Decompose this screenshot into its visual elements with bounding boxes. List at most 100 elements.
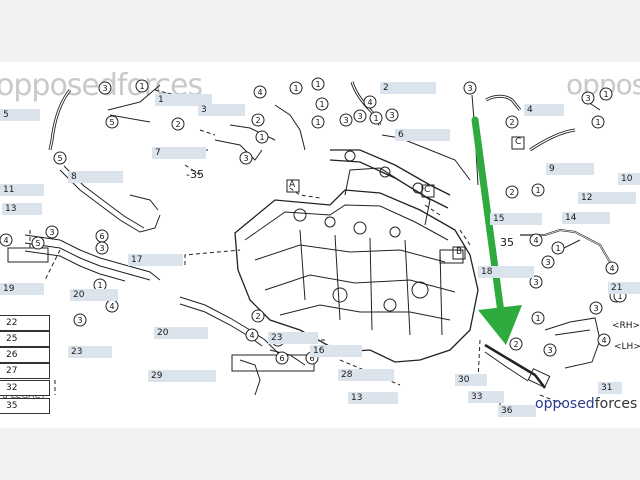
circled-callout: [599, 87, 613, 101]
circled-callout: [53, 151, 67, 165]
callout-c: C: [424, 185, 431, 195]
circled-callout-number: 3: [547, 346, 552, 355]
circled-callout: [251, 113, 265, 127]
circled-callout: [315, 97, 329, 111]
circled-callout-number: 4: [3, 236, 8, 245]
circled-callout-number: 3: [243, 154, 248, 163]
label-15: 15: [490, 213, 542, 225]
circled-callout: [45, 225, 59, 239]
label-17: 17: [128, 254, 183, 266]
legend-row: 22: [0, 315, 50, 331]
label-28: 28: [338, 369, 394, 381]
circled-callout-number: 1: [315, 118, 320, 127]
circled-callout-number: 1: [259, 133, 264, 142]
circled-callout-number: 1: [535, 186, 540, 195]
circled-callout-number: 4: [257, 88, 262, 97]
label-2: 2: [380, 82, 436, 94]
circled-callout: [251, 309, 265, 323]
circled-callout: [105, 115, 119, 129]
circled-callout: [171, 117, 185, 131]
label-36: 36: [498, 405, 536, 417]
side-lh: <LH>: [614, 342, 640, 352]
circled-callout: [0, 233, 13, 247]
label-21: 21: [608, 282, 640, 294]
circled-callout: [505, 185, 519, 199]
circled-callout-number: 3: [77, 316, 82, 325]
circled-callout: [591, 115, 605, 129]
top-shaded-band: [0, 0, 640, 62]
brand-logo: opposedforces: [535, 396, 637, 412]
dim-neg-35: -35: [186, 168, 204, 181]
legend-row: 26: [0, 347, 50, 363]
circled-callout-number: 3: [585, 94, 590, 103]
label-10: 10: [618, 173, 640, 185]
circled-callout-number: 1: [293, 84, 298, 93]
circled-callout-number: 1: [617, 292, 622, 301]
circled-callout: [529, 275, 543, 289]
circled-callout-number: 3: [533, 278, 538, 287]
brand-part2: forces: [594, 396, 638, 412]
circled-callout-number: 1: [555, 244, 560, 253]
label-12: 12: [578, 192, 636, 204]
circled-callout-number: 6: [309, 354, 314, 363]
label-1: 1: [155, 94, 212, 106]
circled-callout-number: 4: [367, 98, 372, 107]
label-7: 7: [152, 147, 206, 159]
label-16: 16: [310, 345, 362, 357]
circled-callout-number: 3: [545, 258, 550, 267]
circled-callout: [31, 236, 45, 250]
circled-callout: [589, 301, 603, 315]
label-11: 11: [0, 184, 44, 196]
circled-callout-number: 3: [102, 84, 107, 93]
legend-row: 35: [0, 398, 50, 414]
circled-callout-number: 3: [467, 84, 472, 93]
label-23: 23: [268, 332, 318, 344]
circled-callout-number: 6: [279, 354, 284, 363]
circled-callout: [135, 79, 149, 93]
circled-callout-number: 1: [139, 82, 144, 91]
circled-callout-number: 4: [249, 331, 254, 340]
circled-callout-number: 4: [601, 336, 606, 345]
circled-callout-number: 5: [35, 239, 40, 248]
legend-row: 27: [0, 363, 50, 379]
label-9: 9: [546, 163, 594, 175]
label-20b: 20: [70, 289, 118, 301]
callout-c-top: C: [515, 137, 522, 147]
circled-callout: [275, 351, 289, 365]
circled-callout-number: 1: [603, 90, 608, 99]
circled-callout: [73, 313, 87, 327]
green-pointer-arrow: [471, 116, 522, 345]
circled-callout: [245, 328, 259, 342]
label-18: 18: [478, 266, 534, 278]
side-rh: <RH>: [612, 321, 640, 331]
circled-callout: [597, 333, 611, 347]
circled-callout: [543, 343, 557, 357]
label-31: 31: [598, 382, 622, 394]
circled-callout-number: 1: [315, 80, 320, 89]
circled-callout: [541, 255, 555, 269]
circled-callout-number: 5: [109, 118, 114, 127]
circled-callout-number: 1: [319, 100, 324, 109]
circled-callout-number: 5: [57, 154, 62, 163]
legend-row: 32: [0, 380, 50, 396]
label-13: 13: [2, 203, 42, 215]
circled-callout: [385, 108, 399, 122]
circled-callout: [551, 241, 565, 255]
label-6: 6: [395, 129, 450, 141]
circled-callout-number: 1: [595, 118, 600, 127]
circled-callout-number: 3: [593, 304, 598, 313]
callout-b: B: [456, 247, 463, 257]
circled-callout: [289, 81, 303, 95]
circled-callout-number: 2: [509, 188, 514, 197]
circled-callout-number: 4: [609, 264, 614, 273]
circled-callout: [311, 77, 325, 91]
circled-callout-number: 2: [255, 312, 260, 321]
circled-callout: [311, 115, 325, 129]
label-5: 5: [0, 109, 40, 121]
circled-callout: [581, 91, 595, 105]
label-19: 19: [0, 283, 44, 295]
circled-callout: [531, 183, 545, 197]
circled-callout-number: 1: [373, 114, 378, 123]
